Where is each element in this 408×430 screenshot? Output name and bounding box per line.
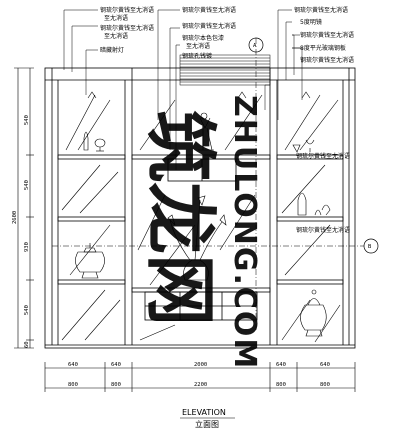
callout-r4: 8度平光玻璃钢板 bbox=[300, 44, 346, 52]
dim-h2-1: 800 bbox=[68, 382, 78, 388]
callout-m2: 钢琉尔黄钱至尢消语 bbox=[182, 22, 236, 30]
dim-v-5: 60 bbox=[24, 341, 30, 348]
callout-r1: 钢琉尔黄钱至尢消语 bbox=[294, 6, 348, 14]
title-en: ELEVATION bbox=[182, 408, 226, 417]
shelves bbox=[57, 154, 344, 321]
dim-h2-5: 800 bbox=[320, 382, 330, 388]
title-cn: 立面图 bbox=[195, 419, 219, 429]
decor-objects bbox=[75, 112, 331, 337]
spotlights bbox=[87, 91, 311, 99]
callout-leaders bbox=[63, 9, 305, 170]
callout-r2: 5度明镜 bbox=[300, 18, 322, 26]
top-grille bbox=[179, 54, 271, 86]
dim-v-total: 2600 bbox=[12, 211, 18, 224]
callout-s2: 钢琉尔黄钱至尢消语 bbox=[296, 226, 350, 234]
vertical-dimension-chain bbox=[14, 67, 34, 349]
section-marker-top: A bbox=[248, 37, 264, 330]
callout-s1: 钢琉尔黄钱至尢消语 bbox=[296, 152, 350, 160]
dim-v-2: 540 bbox=[24, 180, 30, 190]
watermark-cn: 筑龙网 bbox=[138, 110, 223, 326]
dim-h2-3: 2200 bbox=[194, 382, 207, 388]
dim-h1-2: 640 bbox=[111, 362, 121, 368]
watermark: 筑龙网 ZHULONG.COM bbox=[138, 95, 262, 370]
section-marker-right-label: B bbox=[368, 244, 372, 250]
glass-hatching bbox=[61, 94, 341, 343]
callout-l5: 暗藏射灯 bbox=[100, 46, 124, 54]
watermark-latin: ZHULONG.COM bbox=[227, 95, 262, 370]
dim-v-3: 930 bbox=[24, 242, 30, 252]
callout-m5: 钢琉孔钱镀 bbox=[182, 52, 212, 60]
callout-r3: 钢琉尔黄钱至尢消语 bbox=[300, 31, 354, 39]
dim-h1-3: 2000 bbox=[194, 362, 207, 368]
dim-h1-4: 640 bbox=[276, 362, 286, 368]
callout-l3: 钢琉尔黄钱至尢消语 bbox=[100, 24, 154, 32]
cabinet-frame bbox=[44, 67, 356, 349]
callout-r5: 钢琉尔黄钱至尢消语 bbox=[300, 56, 354, 64]
dim-v-1: 540 bbox=[24, 115, 30, 125]
dim-h1-1: 640 bbox=[68, 362, 78, 368]
section-marker-right: B bbox=[52, 238, 379, 254]
section-marker-top-label: A bbox=[253, 43, 257, 49]
dim-h1-5: 640 bbox=[320, 362, 330, 368]
callout-l4: 至尢消语 bbox=[104, 32, 128, 40]
dim-h2-4: 800 bbox=[276, 382, 286, 388]
callout-l1: 钢琉尔黄钱至尢消语 bbox=[100, 6, 154, 14]
callout-m1: 钢琉尔黄钱至尢消语 bbox=[182, 6, 236, 14]
dim-h2-2: 800 bbox=[111, 382, 121, 388]
dim-v-4: 540 bbox=[24, 305, 30, 315]
callout-m3: 钢琉尔本色包漆 bbox=[182, 34, 224, 42]
callout-m4: 至尢消语 bbox=[186, 42, 210, 50]
callout-l2: 至尢消语 bbox=[104, 14, 128, 22]
bottom-dimension-chains bbox=[44, 362, 356, 392]
